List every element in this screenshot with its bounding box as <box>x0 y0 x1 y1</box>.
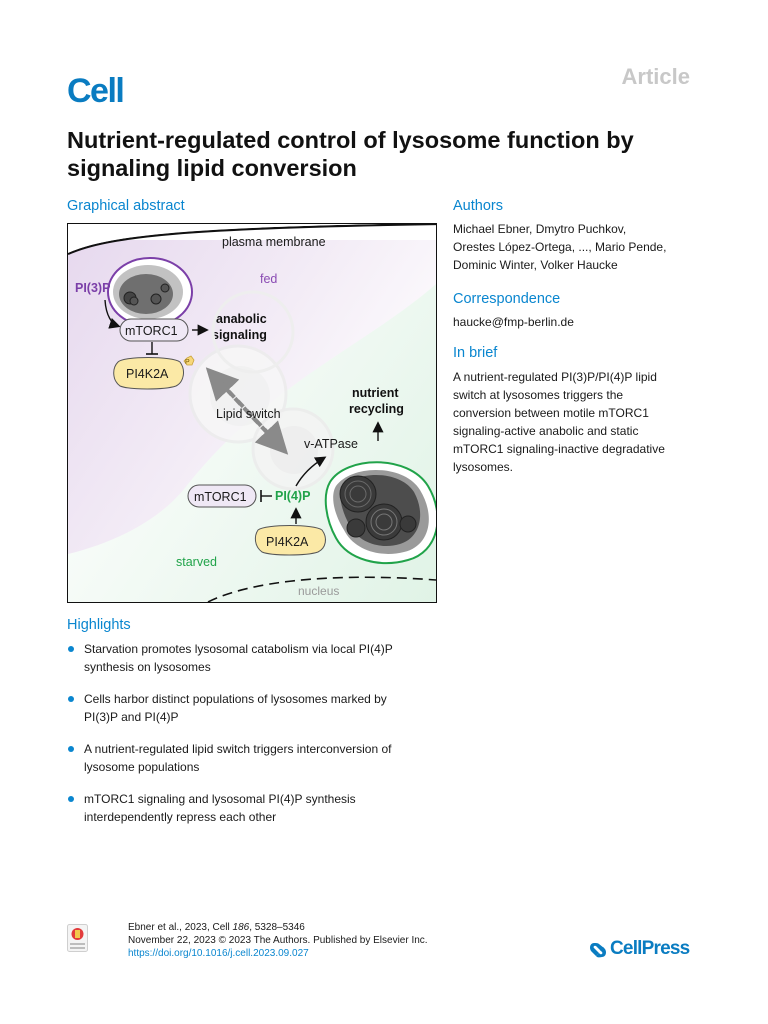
pi4p-to-vatpase-arrow <box>295 456 327 487</box>
authors-list: Michael Ebner, Dmytro Puchkov, Orestes L… <box>453 220 698 274</box>
pi4k2a-top-badge <box>113 357 184 390</box>
bullet-icon <box>68 696 74 702</box>
mtorc1-top-label: mTORC1 <box>125 324 178 338</box>
crossmark-icon[interactable] <box>67 924 88 952</box>
nutrient-label-line1: nutrient <box>352 386 399 400</box>
nucleus-boundary <box>207 576 436 602</box>
highlight-item: A nutrient-regulated lipid switch trigge… <box>67 740 447 776</box>
mtorc1-bottom-badge <box>187 484 257 508</box>
in-brief-line: A nutrient-regulated PI(3)P/PI(4)P lipid <box>453 370 657 384</box>
bullet-icon <box>68 646 74 652</box>
graphical-abstract-figure: plasma membrane fed PI(3)P mTORC1 anabol… <box>67 223 437 603</box>
authors-line: Orestes López-Ortega, ..., Mario Pende, <box>453 240 667 254</box>
in-brief-line: lysosomes. <box>453 460 514 474</box>
highlights-heading: Highlights <box>67 617 131 633</box>
v-atpase-label: v-ATPase <box>304 437 358 451</box>
right-column: Authors Michael Ebner, Dmytro Puchkov, O… <box>453 198 703 618</box>
anabolic-label-line1: anabolic <box>216 312 267 326</box>
highlight-item: Cells harbor distinct populations of lys… <box>67 690 447 726</box>
article-type: Article <box>621 64 690 89</box>
highlights-list: Starvation promotes lysosomal catabolism… <box>67 640 447 840</box>
pi4k2a-bottom-badge <box>254 525 326 556</box>
in-brief-line: signaling-active anabolic and static <box>453 424 639 438</box>
publisher-logo[interactable]: CellPress <box>610 938 690 959</box>
lipid-switch-arrow-down <box>218 380 289 455</box>
correspondence-heading: Correspondence <box>453 291 561 307</box>
bullet-icon <box>68 796 74 802</box>
starved-label: starved <box>176 555 217 569</box>
citation-block: Ebner et al., 2023, Cell 186, 5328–5346 … <box>128 921 428 960</box>
pi4p-lysosome <box>324 461 436 564</box>
in-brief-line: conversion between motile mTORC1 <box>453 406 649 420</box>
citation-line: Ebner et al., 2023, Cell 186, 5328–5346 <box>128 922 305 933</box>
bullet-icon <box>68 746 74 752</box>
mtorc1-bottom-label: mTORC1 <box>194 490 247 504</box>
plasma-membrane-line <box>68 224 436 256</box>
pi4k2a-bottom-label: PI4K2A <box>266 535 309 549</box>
pi4p-label: PI(4)P <box>275 489 310 503</box>
journal-logo: Cell <box>67 72 125 110</box>
citation-volume: 186 <box>232 922 250 933</box>
in-brief-heading: In brief <box>453 345 498 361</box>
pi3p-arrow <box>104 299 121 329</box>
date-line: November 22, 2023 © 2023 The Authors. Pu… <box>128 935 428 946</box>
pi4k2a-top-label: PI4K2A <box>126 367 169 381</box>
graphical-abstract-heading: Graphical abstract <box>67 198 185 214</box>
nutrient-label-line2: recycling <box>349 402 404 416</box>
doi-link[interactable]: https://doi.org/10.1016/j.cell.2023.09.0… <box>128 948 309 959</box>
correspondence-email[interactable]: haucke@fmp-berlin.de <box>453 315 574 329</box>
pi3p-label: PI(3)P <box>75 281 110 295</box>
phospho-badge <box>183 355 195 366</box>
plasma-membrane-label: plasma membrane <box>222 235 326 249</box>
in-brief-line: switch at lysosomes triggers the <box>453 388 624 402</box>
cellpress-logo-icon <box>588 940 608 960</box>
authors-heading: Authors <box>453 198 503 214</box>
svg-text:P: P <box>185 359 190 366</box>
authors-line: Michael Ebner, Dmytro Puchkov, <box>453 222 627 236</box>
anabolic-label-line2: signaling <box>212 328 267 342</box>
authors-line: Dominic Winter, Volker Haucke <box>453 258 618 272</box>
in-brief-line: mTORC1 signaling-inactive degradative <box>453 442 665 456</box>
nucleus-label: nucleus <box>298 584 339 598</box>
pi3p-lysosome <box>107 257 193 327</box>
fed-label: fed <box>260 272 277 286</box>
mtorc1-top-badge <box>119 318 189 342</box>
highlight-item: mTORC1 signaling and lysosomal PI(4)P sy… <box>67 790 447 826</box>
in-brief-text: A nutrient-regulated PI(3)P/PI(4)P lipid… <box>453 368 698 476</box>
article-title: Nutrient-regulated control of lysosome f… <box>67 127 634 181</box>
lipid-switch-label: Lipid switch <box>216 407 281 421</box>
highlight-item: Starvation promotes lysosomal catabolism… <box>67 640 447 676</box>
